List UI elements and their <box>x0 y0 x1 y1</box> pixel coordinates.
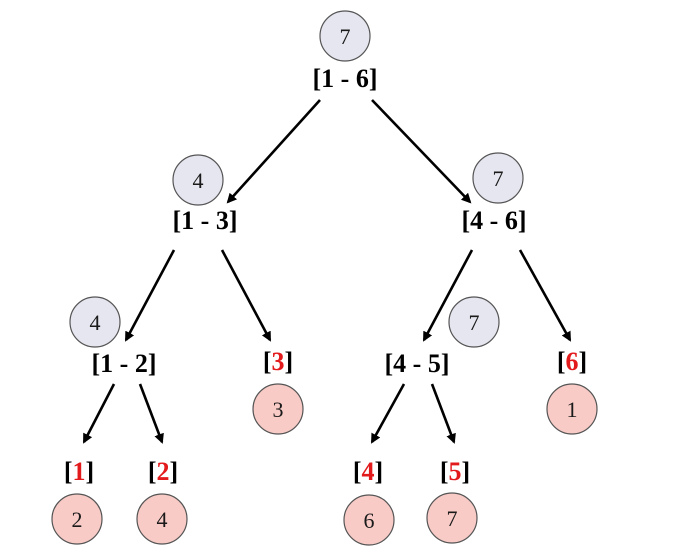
value-circle <box>172 154 224 206</box>
node-1-2: 4 [1 - 2] <box>69 296 157 378</box>
leaf-value: 6 <box>364 508 375 533</box>
leaf-value: 3 <box>273 397 284 422</box>
range-label: [4 - 6] <box>461 206 526 235</box>
leaf-value: 4 <box>157 507 168 532</box>
value-circle <box>472 152 524 204</box>
leaf-value: 2 <box>72 507 83 532</box>
range-label: [4 - 5] <box>384 349 449 378</box>
value-circle <box>448 296 500 348</box>
leaf-4: [4] 6 <box>343 457 395 546</box>
leaf-value-circle <box>252 383 304 435</box>
edge-1-2-to-1 <box>82 383 116 444</box>
leaf-value: 7 <box>447 506 458 531</box>
leaf-index-label: [1] <box>64 457 94 486</box>
node-value: 4 <box>90 310 101 335</box>
leaf-1: [1] 2 <box>51 457 103 545</box>
leaf-3: [3] 3 <box>252 347 304 435</box>
node-1-3: 4 [1 - 3] <box>172 154 238 235</box>
edge-4-5-to-4 <box>370 383 406 444</box>
leaf-5: [5] 7 <box>426 457 478 544</box>
edge-root-to-4-6 <box>371 99 472 204</box>
edges <box>82 99 572 444</box>
edge-4-6-to-4-5 <box>422 249 474 342</box>
edge-4-6-to-6 <box>518 249 572 342</box>
node-value: 4 <box>193 168 204 193</box>
node-root: 7 [1 - 6] <box>312 10 378 93</box>
leaf-value-circle <box>426 492 478 544</box>
leaf-value: 1 <box>567 397 578 422</box>
node-value: 7 <box>493 166 504 191</box>
edge-root-to-1-3 <box>226 99 321 204</box>
edge-4-5-to-5 <box>430 383 456 444</box>
range-label: [1 - 2] <box>91 349 156 378</box>
leaf-index-label: [5] <box>440 457 470 486</box>
leaf-index-label: [3] <box>263 347 293 376</box>
value-circle <box>69 296 121 348</box>
node-value: 7 <box>340 24 351 49</box>
leaf-value-circle <box>546 383 598 435</box>
node-4-5: 7 [4 - 5] <box>384 296 500 378</box>
leaf-value-circle <box>51 493 103 545</box>
edge-1-2-to-2 <box>138 383 164 444</box>
leaf-index-label: [4] <box>353 457 383 486</box>
edge-1-3-to-3 <box>220 249 272 342</box>
leaf-value-circle <box>343 494 395 546</box>
leaf-index-label: [2] <box>148 457 178 486</box>
edge-1-3-to-1-2 <box>124 249 176 342</box>
leaf-value-circle <box>136 493 188 545</box>
node-4-6: 7 [4 - 6] <box>461 152 527 235</box>
node-value: 7 <box>469 310 480 335</box>
range-label: [1 - 6] <box>312 64 377 93</box>
leaf-2: [2] 4 <box>136 457 188 545</box>
range-label: [1 - 3] <box>172 206 237 235</box>
value-circle <box>319 10 371 62</box>
leaf-6: [6] 1 <box>546 347 598 435</box>
leaf-index-label: [6] <box>557 347 587 376</box>
